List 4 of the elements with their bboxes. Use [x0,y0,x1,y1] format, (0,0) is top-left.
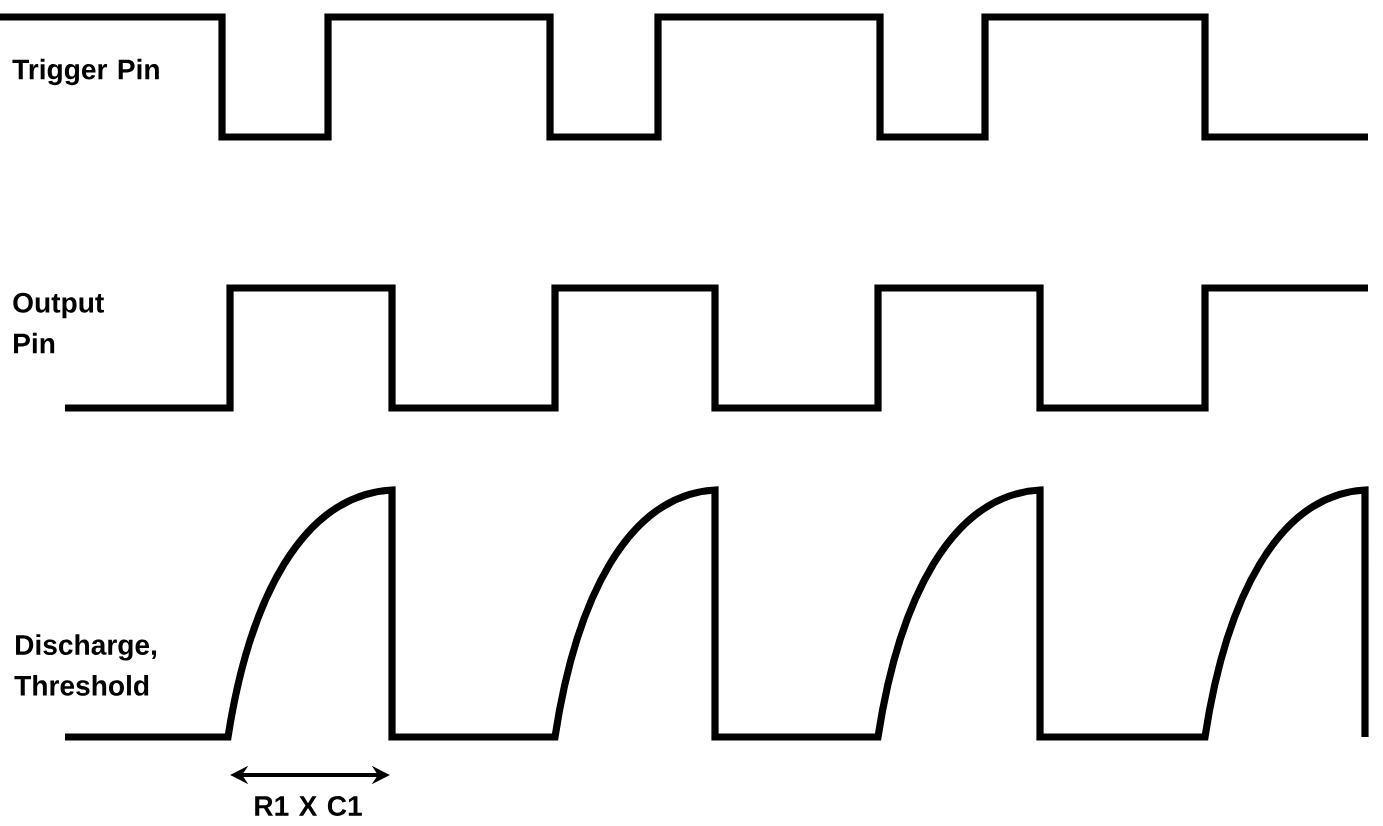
signal-label: Trigger Pin [12,58,159,86]
signal-label: Output Pin [13,292,104,354]
signal-label: R1 X C1 [255,796,362,816]
signal-label: Discharge, Threshold [14,634,157,696]
